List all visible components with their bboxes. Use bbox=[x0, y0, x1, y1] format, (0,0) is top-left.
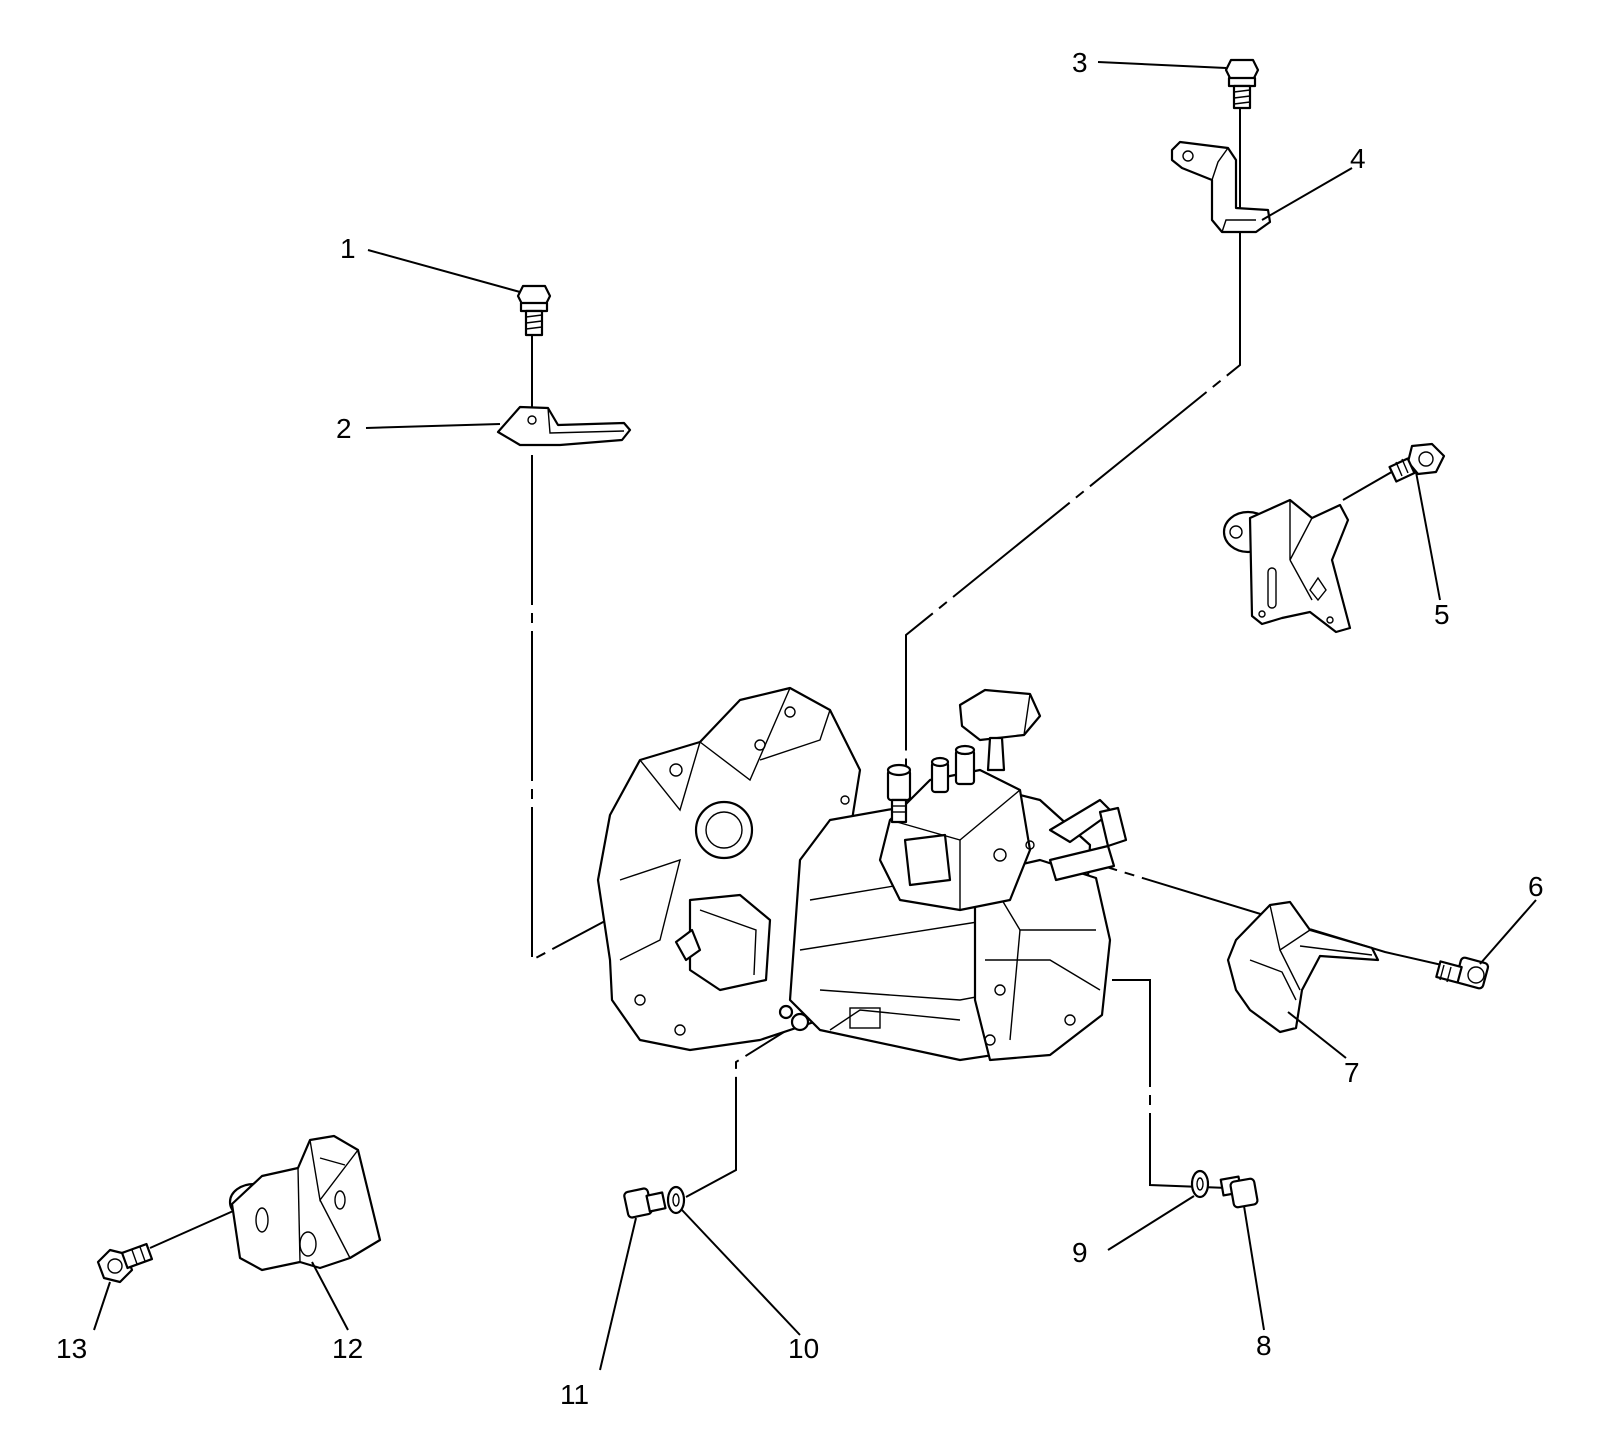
bolt-1 bbox=[516, 284, 552, 337]
engine-mount-12 bbox=[228, 1134, 382, 1272]
bracket-2 bbox=[496, 405, 632, 447]
callout-10: 10 bbox=[788, 1333, 819, 1364]
callout-11: 11 bbox=[560, 1379, 589, 1410]
engine-mount-5 bbox=[1222, 498, 1352, 634]
assembly-lines bbox=[149, 98, 1456, 1249]
callout-5: 5 bbox=[1434, 599, 1450, 630]
callout-6: 6 bbox=[1528, 871, 1544, 902]
callout-4: 4 bbox=[1350, 143, 1366, 174]
bracket-4 bbox=[1170, 140, 1272, 234]
leader-lines bbox=[93, 61, 1537, 1371]
callout-12: 12 bbox=[332, 1333, 363, 1364]
callout-2: 2 bbox=[336, 413, 352, 444]
callout-labels: 1 2 3 4 5 6 7 8 9 10 11 12 13 bbox=[56, 47, 1544, 1410]
washer-10 bbox=[666, 1185, 686, 1215]
bolt-13 bbox=[96, 1242, 154, 1284]
plug-11 bbox=[623, 1187, 667, 1219]
bolt-6 bbox=[1435, 956, 1490, 990]
callout-9: 9 bbox=[1072, 1237, 1088, 1268]
callout-3: 3 bbox=[1072, 47, 1088, 78]
callout-1: 1 bbox=[340, 233, 356, 264]
callout-8: 8 bbox=[1256, 1330, 1272, 1361]
bolt-5 bbox=[1388, 442, 1446, 483]
callout-7: 7 bbox=[1344, 1057, 1360, 1088]
transaxle-mount-7 bbox=[1226, 900, 1380, 1034]
plug-8 bbox=[1219, 1175, 1259, 1209]
bolt-3 bbox=[1224, 58, 1260, 110]
washer-9 bbox=[1190, 1169, 1210, 1199]
transaxle-assembly bbox=[596, 686, 1128, 1062]
callout-13: 13 bbox=[56, 1333, 87, 1364]
